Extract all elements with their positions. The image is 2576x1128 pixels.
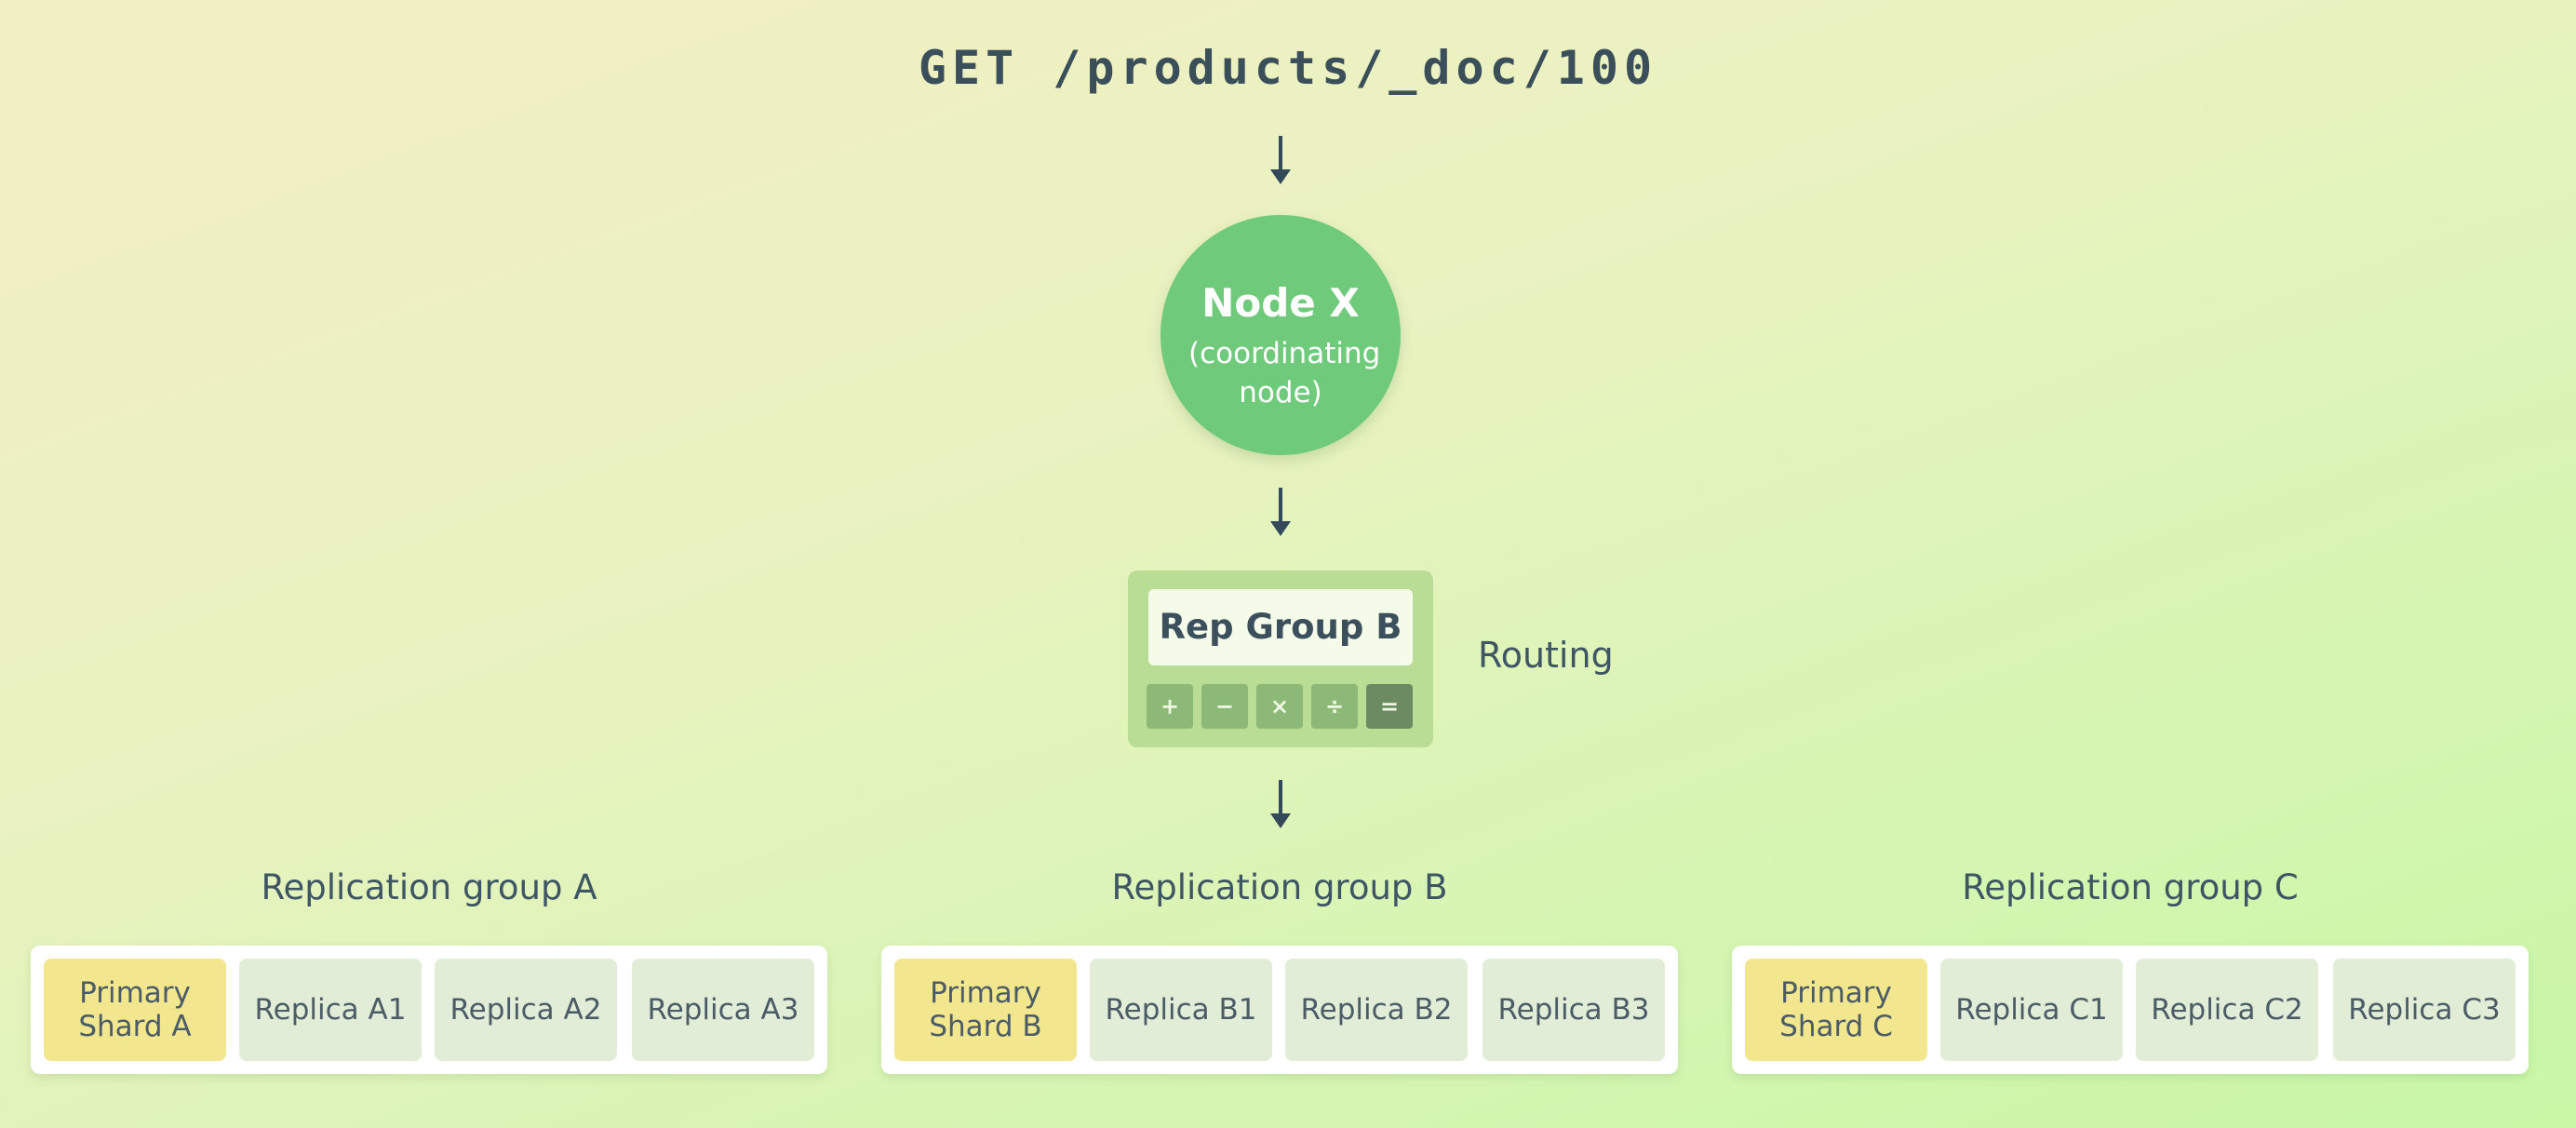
replica-b1: Replica B1 [1090,959,1272,1061]
replica-b2: Replica B2 [1285,959,1468,1061]
primary-shard-c: Primary Shard C [1745,959,1927,1061]
primary-shard-label-line2: Shard A [78,1010,192,1043]
plus-key-icon: + [1147,684,1193,729]
arrow-down-icon [1279,488,1282,523]
primary-shard-label-line1: Primary [930,976,1041,1010]
routing-result: Rep Group B [1148,589,1413,665]
node-subtitle-line1: (coordinating [1188,337,1381,370]
primary-shard-b: Primary Shard B [894,959,1077,1061]
replication-group-c: Primary Shard C Replica C1 Replica C2 Re… [1732,946,2529,1074]
arrow-down-icon [1279,136,1282,171]
primary-shard-label-line1: Primary [1780,976,1892,1010]
replica-c3: Replica C3 [2333,959,2516,1061]
replica-c1: Replica C1 [1940,959,2123,1061]
arrow-down-icon [1279,780,1282,815]
routing-calculator: Rep Group B + − × ÷ = [1128,571,1433,747]
replica-a2: Replica A2 [435,959,617,1061]
replica-a1: Replica A1 [239,959,422,1061]
primary-shard-label-line2: Shard C [1779,1010,1893,1043]
equals-key-icon: = [1366,684,1413,729]
routing-label: Routing [1478,635,1614,676]
primary-shard-a: Primary Shard A [44,959,226,1061]
coordinating-node: Node X (coordinating node) [1161,215,1401,455]
replica-c2: Replica C2 [2136,959,2318,1061]
multiply-key-icon: × [1256,684,1303,729]
node-subtitle-line2: node) [1239,376,1322,410]
replication-group-b: Primary Shard B Replica B1 Replica B2 Re… [881,946,1678,1074]
minus-key-icon: − [1201,684,1248,729]
group-title-b: Replication group B [1111,867,1448,907]
replica-b3: Replica B3 [1483,959,1665,1061]
request-line: GET /products/_doc/100 [918,41,1658,95]
divide-key-icon: ÷ [1311,684,1358,729]
node-title: Node X [1201,280,1360,326]
replication-group-a: Primary Shard A Replica A1 Replica A2 Re… [31,946,827,1074]
replica-a3: Replica A3 [632,959,814,1061]
node-subtitle: (coordinating node) [1188,334,1381,412]
primary-shard-label-line1: Primary [79,976,191,1010]
primary-shard-label-line2: Shard B [929,1010,1042,1043]
group-title-c: Replication group C [1962,867,2299,907]
group-title-a: Replication group A [261,867,597,907]
